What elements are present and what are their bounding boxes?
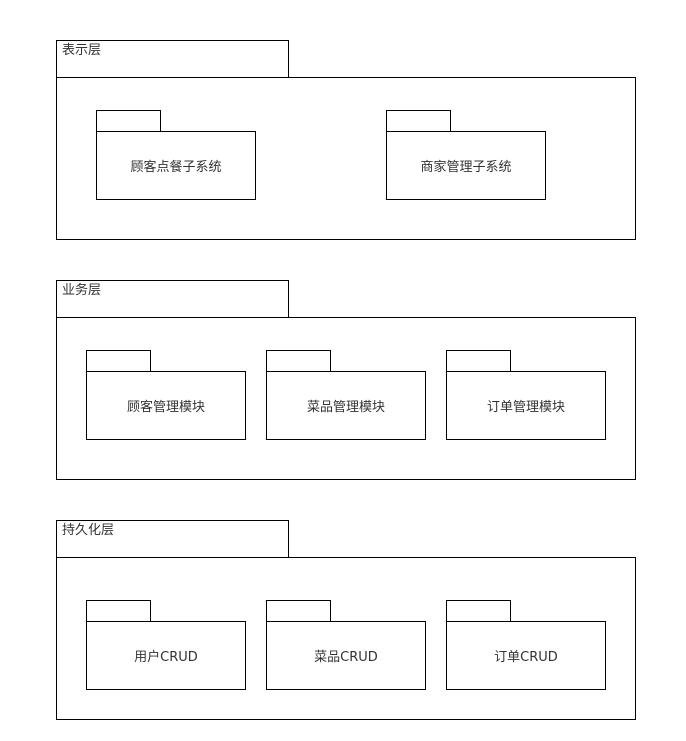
package-order-crud: 订单CRUD (446, 621, 606, 690)
package-tab (86, 350, 151, 372)
package-dish-management-module: 菜品管理模块 (266, 371, 426, 440)
business-layer-title: 业务层 (62, 283, 102, 298)
package-tab (96, 110, 161, 132)
presentation-layer-title: 表示层 (62, 43, 102, 58)
persistence-layer-title: 持久化层 (62, 523, 115, 538)
package-tab (266, 600, 331, 622)
package-user-crud: 用户CRUD (86, 621, 246, 690)
package-customer-ordering-subsystem: 顾客点餐子系统 (96, 131, 256, 200)
package-tab (266, 350, 331, 372)
presentation-layer-tab: 表示层 (56, 40, 289, 78)
package-tab (86, 600, 151, 622)
package-tab (446, 600, 511, 622)
package-tab (386, 110, 451, 132)
package-tab (446, 350, 511, 372)
persistence-layer-tab: 持久化层 (56, 520, 289, 558)
package-customer-management-module: 顾客管理模块 (86, 371, 246, 440)
package-order-management-module: 订单管理模块 (446, 371, 606, 440)
package-merchant-management-subsystem: 商家管理子系统 (386, 131, 546, 200)
package-dish-crud: 菜品CRUD (266, 621, 426, 690)
business-layer-tab: 业务层 (56, 280, 289, 318)
